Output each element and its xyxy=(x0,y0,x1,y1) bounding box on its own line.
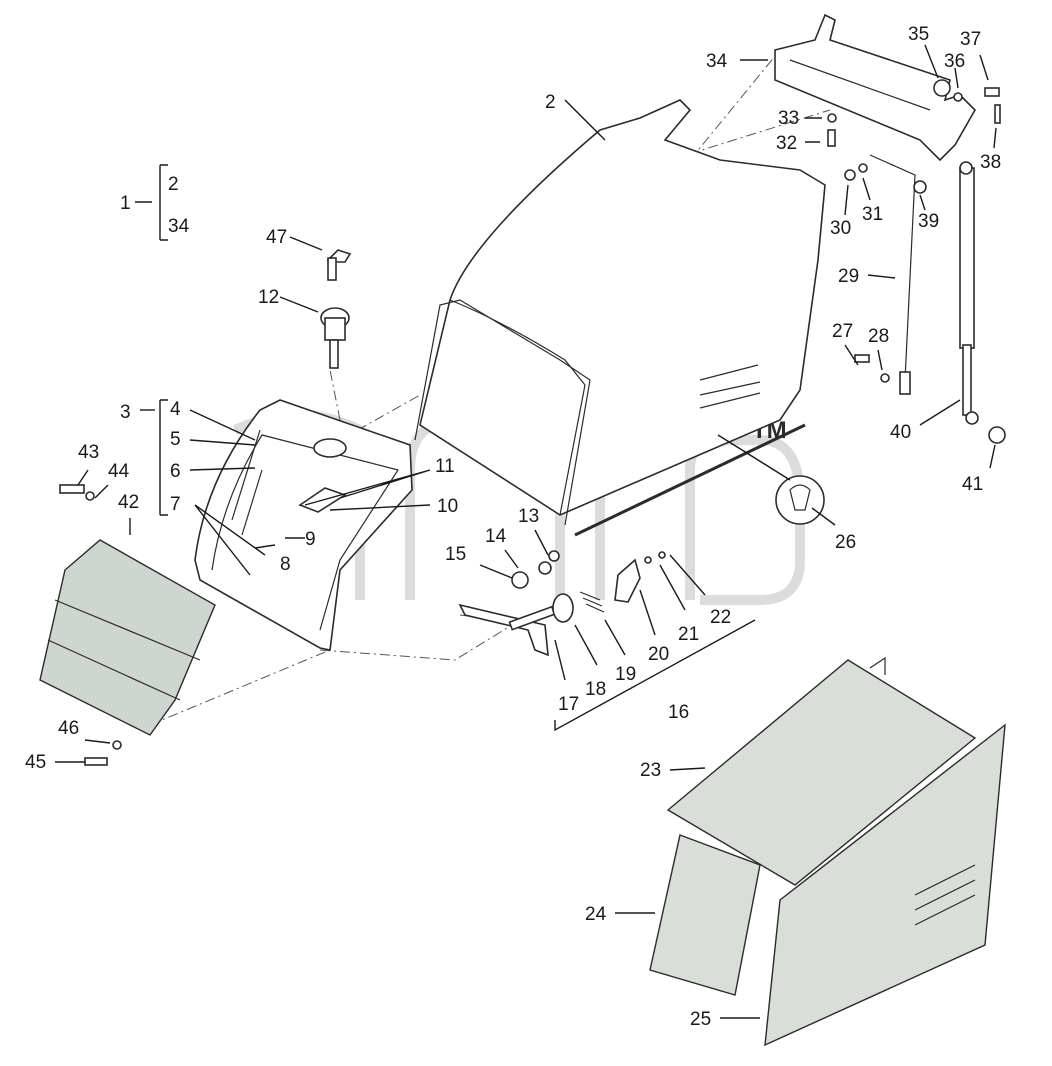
bracket-part-34 xyxy=(774,13,976,162)
rod-part-29 xyxy=(869,154,916,395)
callout-28: 28 xyxy=(868,326,889,347)
callout-20: 20 xyxy=(648,644,669,665)
callout-21: 21 xyxy=(678,624,699,645)
seal-strip-part-26 xyxy=(574,423,825,537)
callout-24: 24 xyxy=(585,904,607,925)
callout-labels: 1 2 34 2 3 4 5 6 7 8 9 10 11 12 13 14 15… xyxy=(25,24,1001,1030)
callout-42: 42 xyxy=(118,492,139,513)
callout-27: 27 xyxy=(832,321,853,342)
callout-26: 26 xyxy=(835,532,856,553)
callout-8: 8 xyxy=(280,554,291,575)
callout-34: 34 xyxy=(706,51,728,72)
callout-2: 2 xyxy=(545,92,556,113)
lock-key-parts xyxy=(320,249,352,369)
callout-22: 22 xyxy=(710,607,731,628)
callout-18: 18 xyxy=(585,679,606,700)
callout-35: 35 xyxy=(908,24,929,45)
leader-lines xyxy=(55,44,997,1019)
callout-15: 15 xyxy=(445,544,466,565)
callout-12: 12 xyxy=(258,287,279,308)
callout-11: 11 xyxy=(435,456,455,477)
callout-33: 33 xyxy=(778,108,799,129)
gas-strut-part-40 xyxy=(959,161,979,425)
callout-14: 14 xyxy=(485,526,507,547)
hood-part-2 xyxy=(414,99,826,526)
callout-40: 40 xyxy=(890,422,911,443)
callout-1-sub-2: 2 xyxy=(168,174,179,195)
callout-19: 19 xyxy=(615,664,636,685)
grille-mesh-part-42 xyxy=(39,484,216,766)
callout-6: 6 xyxy=(170,461,181,482)
callout-1-sub-34: 34 xyxy=(168,216,190,237)
callout-9: 9 xyxy=(305,529,316,550)
hardware xyxy=(827,79,1006,444)
callout-13: 13 xyxy=(518,506,539,527)
callout-10: 10 xyxy=(437,496,458,517)
callout-44: 44 xyxy=(108,461,130,482)
callout-16: 16 xyxy=(668,702,689,723)
callout-41: 41 xyxy=(962,474,983,495)
callout-3: 3 xyxy=(120,402,131,423)
callout-29: 29 xyxy=(838,266,859,287)
latch-assembly-part-16 xyxy=(458,550,666,657)
callout-46: 46 xyxy=(58,718,79,739)
callout-25: 25 xyxy=(690,1009,711,1030)
panel-part-23 xyxy=(666,656,977,886)
callout-31: 31 xyxy=(862,204,883,225)
callout-38: 38 xyxy=(980,152,1001,173)
callout-17: 17 xyxy=(558,694,579,715)
callout-39: 39 xyxy=(918,211,939,232)
callout-45: 45 xyxy=(25,752,46,773)
callout-32: 32 xyxy=(776,133,797,154)
callout-5: 5 xyxy=(170,429,181,450)
callout-43: 43 xyxy=(78,442,99,463)
callout-36: 36 xyxy=(944,51,965,72)
callout-7: 7 xyxy=(170,494,181,515)
callout-23: 23 xyxy=(640,760,661,781)
callout-4: 4 xyxy=(170,399,181,420)
grille-housing-part-3 xyxy=(194,399,413,651)
callout-47: 47 xyxy=(266,227,287,248)
callout-30: 30 xyxy=(830,218,851,239)
side-panels-parts-24-25 xyxy=(649,723,1006,1047)
callout-37: 37 xyxy=(960,29,981,50)
callout-1: 1 xyxy=(120,193,131,214)
